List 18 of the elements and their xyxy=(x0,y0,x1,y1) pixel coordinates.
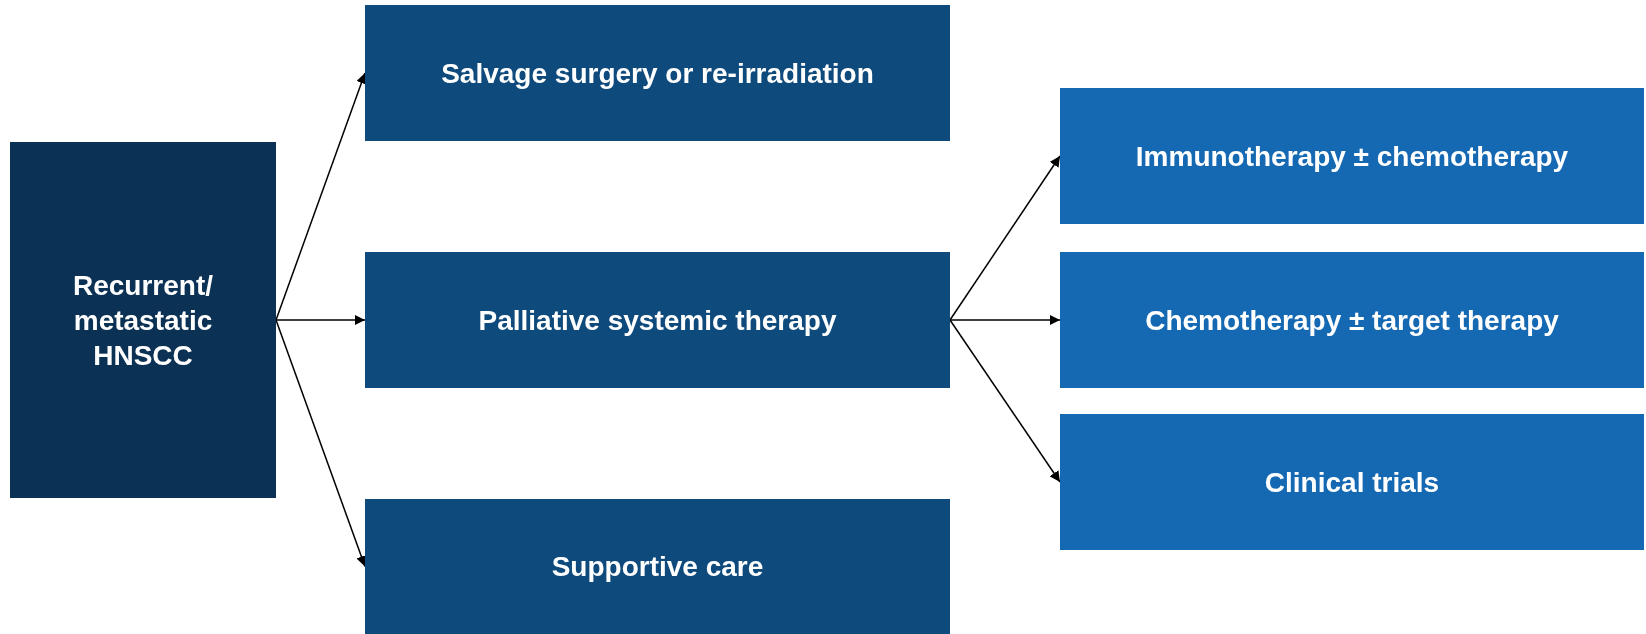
arrow xyxy=(949,155,1061,321)
box-label: Supportive care xyxy=(551,550,764,584)
process-box xyxy=(10,142,276,498)
process-box xyxy=(365,252,950,388)
arrow xyxy=(949,319,1061,483)
box-label: Recurrent/ metastatic HNSCC xyxy=(71,268,214,373)
box-label: Clinical trials xyxy=(1264,465,1440,500)
process-box xyxy=(1060,252,1644,388)
process-box xyxy=(1060,414,1644,550)
process-box xyxy=(1060,88,1644,224)
arrow xyxy=(275,314,366,326)
box-label: Chemotherapy ± target therapy xyxy=(1145,303,1559,338)
box-label: Immunotherapy ± chemotherapy xyxy=(1135,139,1569,174)
arrow xyxy=(949,314,1061,326)
process-box xyxy=(365,5,950,141)
process-box xyxy=(365,499,950,634)
box-label: Salvage surgery or re-irradiation xyxy=(441,56,874,91)
box-label: Palliative systemic therapy xyxy=(478,303,837,338)
